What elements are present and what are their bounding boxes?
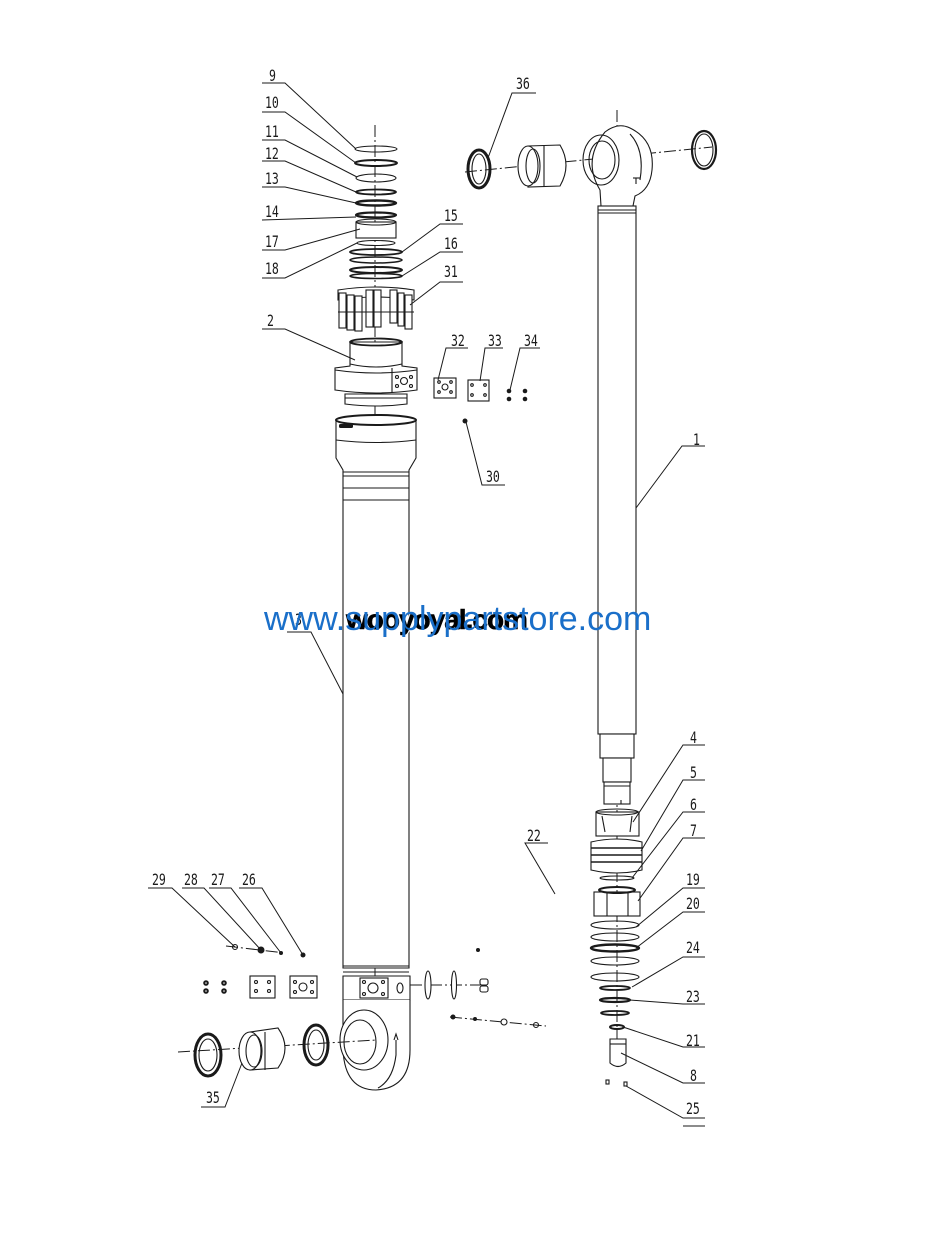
port-fittings [410, 948, 547, 1029]
callout-25: 25 [686, 1099, 700, 1118]
callout-1: 1 [693, 430, 700, 449]
leader-lines [148, 82, 705, 1127]
callout-13: 13 [265, 169, 279, 188]
seal-stack-9-18 [349, 145, 403, 280]
callout-21: 21 [686, 1031, 700, 1050]
callout-8: 8 [690, 1066, 697, 1085]
pin-bushing-35 [177, 1023, 377, 1078]
cylinder-tube-3 [335, 414, 417, 1091]
rod-cover-2 [334, 337, 418, 407]
callout-4: 4 [690, 728, 697, 747]
callout-6: 6 [690, 795, 697, 814]
callout-19: 19 [686, 870, 700, 889]
callout-7: 7 [690, 821, 697, 840]
callout-9: 9 [269, 66, 276, 85]
callout-30: 30 [486, 467, 500, 486]
callout-23: 23 [686, 987, 700, 1006]
piston-rod-1 [582, 125, 653, 805]
callout-18: 18 [265, 259, 279, 278]
callout-5: 5 [690, 763, 697, 782]
callout-12: 12 [265, 144, 279, 163]
piston-parts-4-7 [590, 808, 643, 917]
seal-36 [466, 148, 492, 190]
callout-3: 3 [295, 610, 302, 629]
rod-centerline [464, 110, 713, 1070]
callout-11: 11 [265, 122, 279, 141]
callout-35: 35 [206, 1088, 220, 1107]
grease-fitting-26-29 [225, 943, 306, 958]
callout-22: 22 [527, 826, 541, 845]
callout-36: 36 [516, 74, 530, 93]
callout-31: 31 [444, 262, 458, 281]
callout-26: 26 [242, 870, 256, 889]
callout-20: 20 [686, 894, 700, 913]
callout-29: 29 [152, 870, 166, 889]
bolt-set-31 [337, 286, 415, 332]
seal-right-top [690, 129, 718, 171]
callout-16: 16 [444, 234, 458, 253]
callout-27: 27 [211, 870, 225, 889]
watermark-secondary: wooyoyal.com [346, 604, 529, 635]
plates-left [203, 975, 318, 999]
callout-17: 17 [265, 232, 279, 251]
callout-15: 15 [444, 206, 458, 225]
callout-33: 33 [488, 331, 502, 350]
callout-10: 10 [265, 93, 279, 112]
stop-valve-8 [605, 1038, 628, 1087]
callout-24: 24 [686, 938, 700, 957]
plates-32-34 [433, 377, 528, 424]
callout-32: 32 [451, 331, 465, 350]
callout-34: 34 [524, 331, 538, 350]
callout-14: 14 [265, 202, 279, 221]
ring-stack-19-24 [589, 920, 641, 1030]
bushing-top [517, 144, 567, 188]
callout-28: 28 [184, 870, 198, 889]
watermark-primary: www.supplypartstore.com [264, 600, 652, 638]
callout-2: 2 [267, 311, 274, 330]
